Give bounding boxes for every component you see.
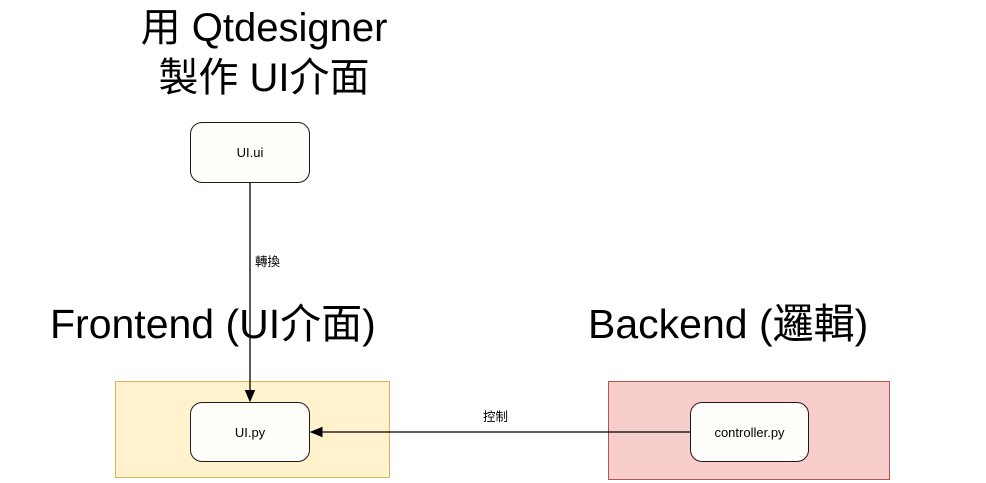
backend-heading: Backend (邏輯): [588, 301, 869, 347]
frontend-heading: Frontend (UI介面): [50, 301, 376, 347]
node-ui-ui-label: UI.ui: [236, 145, 264, 160]
node-controller-py: controller.py: [690, 402, 809, 462]
convert-edge-label: 轉換: [254, 255, 282, 269]
node-controller-py-label: controller.py: [714, 424, 785, 440]
node-ui-ui: UI.ui: [190, 122, 310, 183]
node-ui-py-label: UI.py: [234, 424, 266, 440]
node-ui-py: UI.py: [190, 402, 310, 462]
convert-arrow: [244, 183, 256, 403]
diagram-title-line-2: 製作 UI介面: [158, 56, 370, 100]
control-edge-label: 控制: [482, 410, 510, 424]
diagram-title-line-1: 用 Qtdesigner: [140, 6, 388, 50]
diagram-title: 用 Qtdesigner 製作 UI介面: [64, 3, 464, 103]
